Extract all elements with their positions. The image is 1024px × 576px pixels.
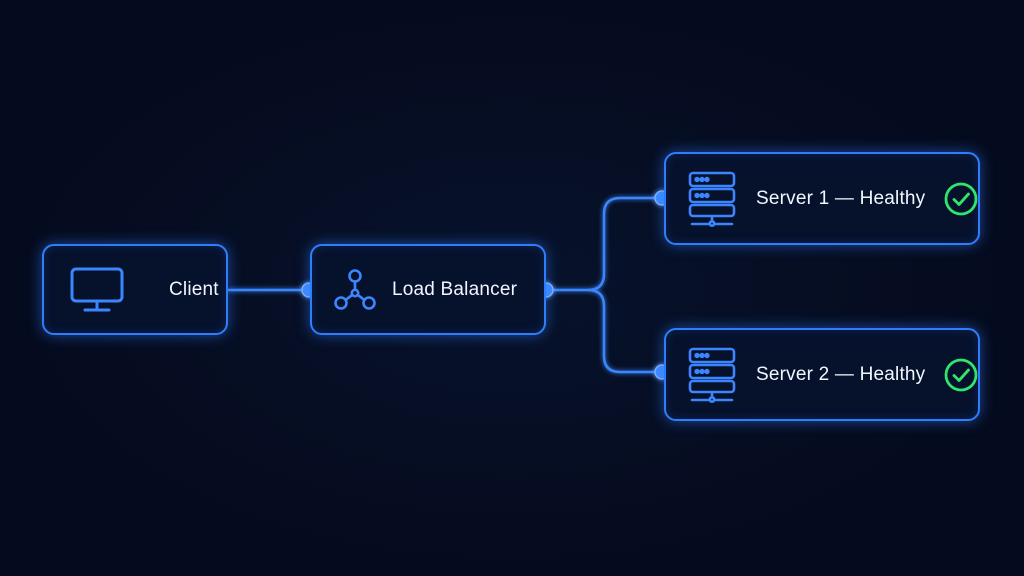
server1-label: Server 1 — Healthy xyxy=(756,187,926,209)
server2-node[interactable]: Server 2 — Healthy xyxy=(664,328,980,421)
server-rack-icon xyxy=(686,170,738,228)
client-label: Client xyxy=(169,278,219,300)
server-rack-icon xyxy=(686,346,738,404)
server2-label: Server 2 — Healthy xyxy=(756,363,926,385)
network-hub-icon xyxy=(332,267,378,313)
server1-node[interactable]: Server 1 — Healthy xyxy=(664,152,980,245)
monitor-icon xyxy=(69,266,125,314)
edge-load-balancer-to-server1 xyxy=(546,196,662,292)
edge-load-balancer-to-server2 xyxy=(587,288,662,374)
check-circle-icon xyxy=(943,181,979,217)
client-node[interactable]: Client xyxy=(42,244,228,335)
load-balancer-node[interactable]: Load Balancer xyxy=(310,244,546,335)
load-balancer-label: Load Balancer xyxy=(392,278,518,300)
check-circle-icon xyxy=(943,357,979,393)
